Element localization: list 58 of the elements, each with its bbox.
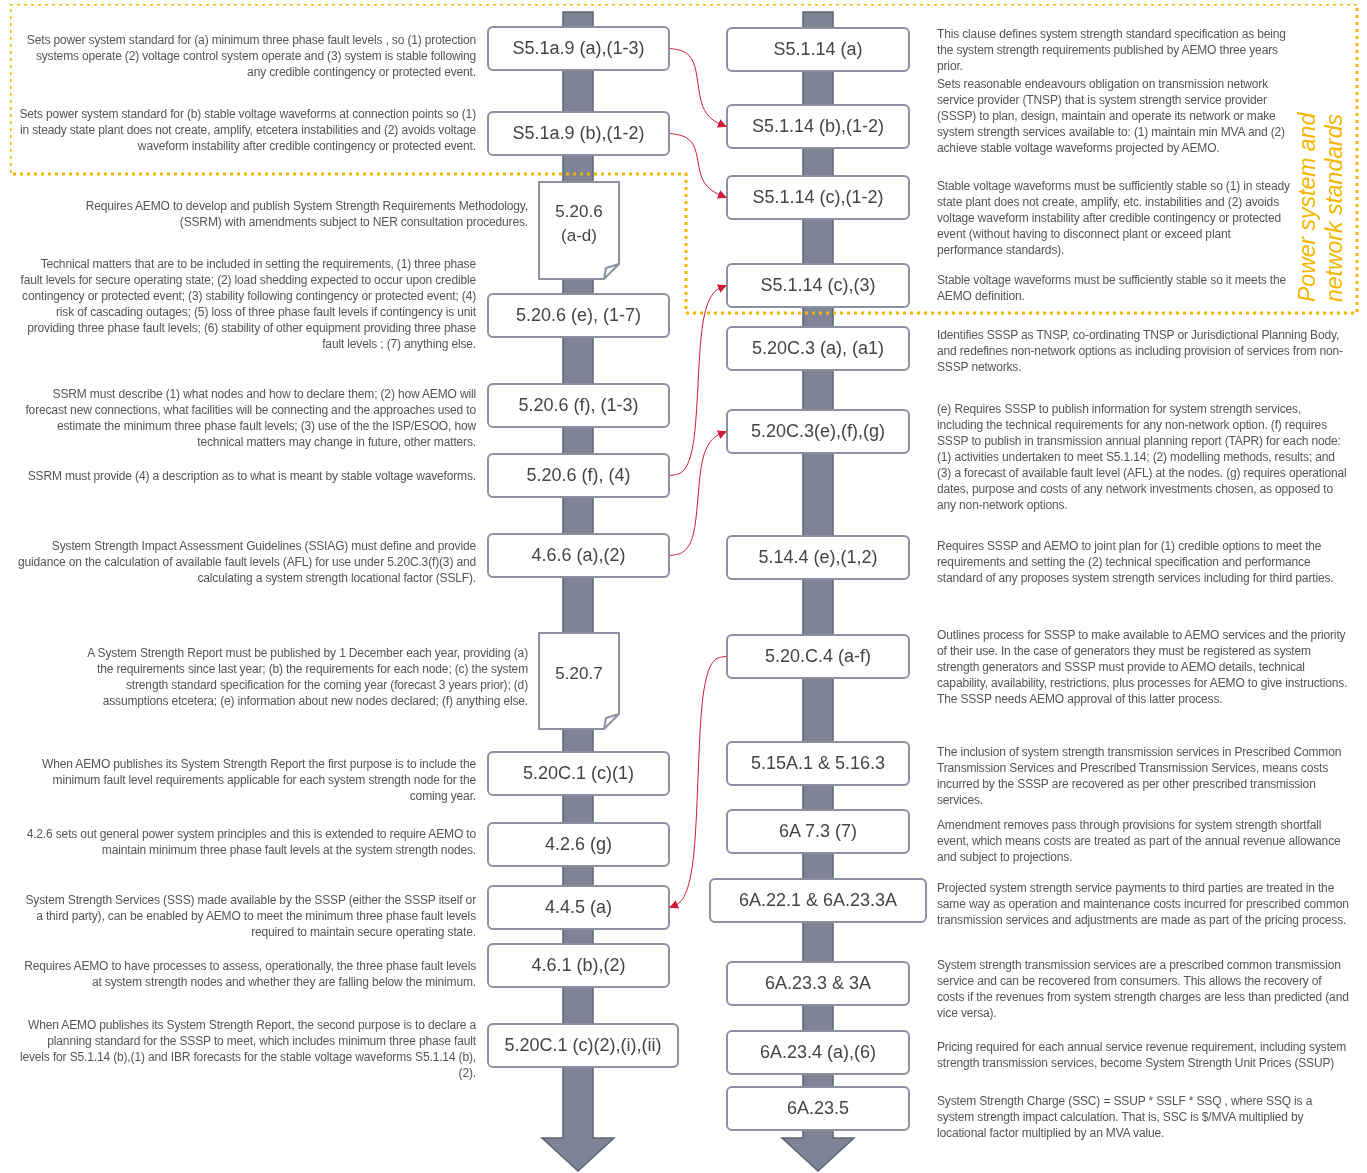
description-text: SSRM must provide (4) a description as to what is meant by stable voltage waveforms. (26, 468, 476, 484)
description-text: Requires AEMO to have processes to assess, operationally, the three phase fault levels at system strength nodes and whether they are falling below the minimum. (23, 958, 476, 990)
clause-box: 5.15A.1 & 5.16.3 (726, 741, 910, 786)
description-text: Stable voltage waveforms must be sufficiently stable so it meets the AEMO definition. (937, 272, 1288, 304)
description-text: Amendment removes pass through provisions for system strength shortfall event, which means costs are treated as part of the annual revenue allowance and subject to projections. (937, 817, 1342, 865)
description-text: A System Strength Report must be published by 1 December each year, providing (a) the requirements since last year; (b) the requirements for each node; (c) the system strength standard specification for the coming year (forecast 3 years prior); (d) assumptions etcetera; (e) information about new nodes declared; (f) anything else. (86, 645, 528, 709)
description-text: System Strength Services (SSS) made available by the SSSP (either the SSSP itself or a third party), can be enabled by AEMO to meet the minimum three phase fault levels required to maintain secure operating state. (24, 892, 476, 940)
connector-arrow (669, 430, 727, 556)
clause-box: 4.6.6 (a),(2) (487, 533, 670, 578)
description-text: Stable voltage waveforms must be sufficiently stable so (1) in steady state plant does not create, amplify, etc. instabilities and (2) avoids voltage waveform instability after credible contingency or protected event (without having to disconnect plant or exceed plant performance standards). (937, 178, 1291, 258)
clause-box: 5.20C.3(e),(f),(g) (726, 409, 910, 454)
clause-box: S5.1.14 (c),(1-2) (726, 175, 910, 220)
description-text: System Strength Impact Assessment Guidelines (SSIAG) must define and provide guidance on the calculation of available fault levels (AFL) for use under 5.20C.3(f)(3) and calculating a system strength locational factor (SSLF). (18, 538, 476, 586)
clause-box: 6A 7.3 (7) (726, 809, 910, 854)
description-text: SSRM must describe (1) what nodes and how to declare them; (2) how AEMO will forecast new connections, what facilities will be connecting and the approaches used to estimate the minimum three phase fault levels; (3) use of the the ISP/ESOO, how technical matters may change in future, other matters. (24, 386, 476, 450)
connector-arrow (669, 48, 727, 128)
clause-box: S5.1.14 (c),(3) (726, 263, 910, 308)
clause-box: 4.2.6 (g) (487, 822, 670, 867)
description-text: Requires SSSP and AEMO to joint plan for (1) credible options to meet the requirements and setting the (2) technical specification and performance standard of any proposes system strength services including for third parties. (937, 538, 1335, 586)
description-text: Sets power system standard for (b) stable voltage waveforms at connection points so (1) in steady state plant does not create, amplify, etcetera instabilities and (2) avoids voltage waveform instability after credible contingency or protected event. (18, 106, 476, 154)
clause-box: 5.20C.1 (c)(2),(i),(ii) (487, 1023, 679, 1068)
connector-arrow (669, 656, 727, 909)
description-text: Pricing required for each annual service revenue requirement, including system strength transmission services, become System Strength Unit Prices (SSUP) (937, 1039, 1348, 1071)
description-text: When AEMO publishes its System Strength Report, the second purpose is to declare a planning standard for the SSSP to meet, which includes minimum three phase fault levels for S5.1.14 (b),(1) and IBR forecasts for the stable voltage waveforms S5.1.14 (b),(2). (18, 1017, 476, 1081)
description-text: Sets reasonable endeavours obligation on transmission network service provider (TNSP) that is system strength service provider (SSSP) to plan, design, maintain and operate its network or make system strength services available to: (1) maintain min MVA and (2) achieve stable voltage waveforms projected by AEMO. (937, 76, 1286, 156)
clause-box: 5.20.6 (f), (4) (487, 453, 670, 498)
description-text: Outlines process for SSSP to make available to AEMO services and the priority of their use. In the case of generators they must be registered as system strength generators and SSSP must provide to AEMO details, technical capability, availability, restrictions, plus processes for AEMO to give instructions. The SSSP needs AEMO approval of this latter process. (937, 627, 1349, 707)
clause-box: 4.4.5 (a) (487, 885, 670, 930)
clause-box: S5.1a.9 (a),(1-3) (487, 26, 670, 71)
clause-box: 5.20.C.4 (a-f) (726, 634, 910, 679)
description-text: System Strength Charge (SSC) = SSUP * SSLF * SSQ , where SSQ is a system strength impact calculation. That is, SSC is $/MVA multiplied by locational factor multiplied by an MVA value. (937, 1093, 1314, 1141)
description-text: 4.2.6 sets out general power system principles and this is extended to require AEMO to maintain minimum three phase fault levels at the system strength nodes. (25, 826, 476, 858)
clause-box: S5.1.14 (a) (726, 27, 910, 72)
clause-box: 5.20.6 (e), (1-7) (487, 293, 670, 338)
description-text: When AEMO publishes its System Strength Report the first purpose is to include the minimum fault level requirements applicable for each system strength node for the coming year. (41, 756, 476, 804)
description-text: Projected system strength service payments to third parties are treated in the same way as operation and maintenance costs incurred for prescribed common transmission services and adjustments are made as part of the pricing process. (937, 880, 1349, 928)
description-text: Technical matters that are to be included in setting the requirements, (1) three phase fault levels for secure operating state; (2) load shedding expected to occur upon credible contingency or protected event; (3) stability following contingency or protected event; (4) risk of cascading outages; (5) loss of three phase fault levels if contingency is unit providing three phase fault levels; (6) stability of other equipment providing three phase fault levels ; (7) anything else. (19, 256, 476, 352)
clause-box: 6A.23.5 (726, 1086, 910, 1131)
description-text: The inclusion of system strength transmission services in Prescribed Common Transmission Services and Prescribed Transmission Services, means costs incurred by the SSSP are recovered as per other prescribed transmission services. (937, 744, 1343, 808)
description-text: Identifies SSSP as TNSP, co-ordinating TNSP or Jurisdictional Planning Body, and redefines non-network options as including provision of services from non-SSSP networks. (937, 327, 1344, 375)
section-title: Power system and network standards (1294, 111, 1348, 302)
clause-box: 5.14.4 (e),(1,2) (726, 535, 910, 580)
description-text: Requires AEMO to develop and publish System Strength Requirements Methodology, (SSRM) with amendments subject to NER consultation procedures. (84, 198, 528, 230)
connector-arrow (669, 284, 727, 476)
clause-box: 6A.23.4 (a),(6) (726, 1030, 910, 1075)
clause-box: S5.1a.9 (b),(1-2) (487, 111, 670, 156)
clause-box: 4.6.1 (b),(2) (487, 943, 670, 988)
clause-box: 5.20C.1 (c)(1) (487, 751, 670, 796)
description-text: This clause defines system strength standard specification as being the system strength requirements published by AEMO three years prior. (937, 26, 1287, 74)
clause-box: S5.1.14 (b),(1-2) (726, 104, 910, 149)
connector-arrow (669, 133, 727, 199)
description-text: System strength transmission services are a prescribed common transmission service and can be recovered from consumers. This allows the recovery of costs if the revenues from system strength charges are less than predicted (and vice versa). (937, 957, 1349, 1021)
clause-box: 6A.22.1 & 6A.23.3A (709, 878, 927, 923)
description-text: Sets power system standard for (a) minimum three phase fault levels , so (1) protection systems operate (2) voltage control system operate and (3) system is stable following any credible contingency or protected event. (25, 32, 476, 80)
clause-box: 5.20.6 (f), (1-3) (487, 383, 670, 428)
clause-box: 5.20C.3 (a), (a1) (726, 326, 910, 371)
clause-box: 6A.23.3 & 3A (726, 961, 910, 1006)
description-text: (e) Requires SSSP to publish information for system strength services, including the technical requirements for any non-network option. (f) requires SSSP to publish in transmission annual planning report (TAPR) for each node: (1) activities undertaken to meet S5.1.14; (2) modelling methods, results; and (3) a forecast of available fault level (AFL) at the nodes. (g) requires operational dates, purpose and costs of any network investments chosen, as opposed to any non-network options. (937, 401, 1348, 513)
